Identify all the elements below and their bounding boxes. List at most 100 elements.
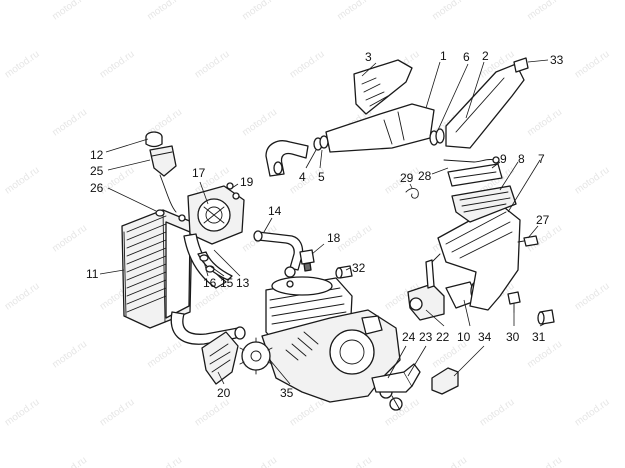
- carburettor: [407, 253, 445, 321]
- airbox-cover: [447, 163, 503, 187]
- airbox: [437, 203, 521, 311]
- leader-16: [203, 261, 209, 277]
- leader-17: [199, 181, 209, 205]
- watermark-text: motod.ru: [573, 397, 612, 429]
- callout-23: 23: [419, 330, 433, 344]
- watermark-text: motod.ru: [335, 223, 374, 255]
- exhaust-header-pipe: [265, 140, 309, 177]
- watermark-text: motod.ru: [98, 397, 137, 429]
- leader-12: [105, 138, 149, 153]
- watermark-text: motod.ru: [573, 281, 612, 313]
- callout-18: 18: [327, 231, 341, 245]
- leader-18: [311, 243, 325, 255]
- watermark-text: motod.ru: [383, 397, 422, 429]
- wire-clip: [405, 188, 419, 199]
- leader-14: [263, 217, 273, 233]
- callout-2: 2: [482, 49, 489, 63]
- callout-25: 25: [90, 164, 104, 178]
- leader-22: [425, 309, 445, 327]
- callout-29: 29: [400, 171, 414, 185]
- watermark-text: motod.ru: [50, 339, 89, 371]
- watermark-text: motod.ru: [240, 0, 279, 22]
- leader-2: [465, 61, 485, 119]
- overflow-hose: [155, 174, 177, 217]
- callout-3: 3: [365, 50, 372, 64]
- leader-4: [305, 149, 317, 169]
- leader-6: [437, 63, 469, 131]
- airbox-bolt: [517, 235, 539, 247]
- callout-12: 12: [90, 148, 104, 162]
- air-filter-element: [451, 185, 517, 223]
- callout-9: 9: [500, 152, 507, 166]
- leader-10: [463, 299, 471, 327]
- callout-34: 34: [478, 330, 492, 344]
- callout-16: 16: [203, 276, 217, 290]
- watermark-text: motod.ru: [50, 0, 89, 22]
- watermark-text: motod.ru: [430, 455, 469, 468]
- callout-31: 31: [532, 330, 546, 344]
- watermark-text: motod.ru: [525, 0, 564, 22]
- heat-shield: [353, 59, 413, 115]
- wire-lead: [443, 156, 500, 164]
- leader-11: [99, 269, 125, 275]
- leader-35: [269, 359, 291, 385]
- callout-32: 32: [352, 261, 366, 275]
- leader-27: [527, 225, 539, 239]
- callout-4: 4: [299, 170, 306, 184]
- radiator-lower-hose: [183, 233, 233, 289]
- watermark-text: motod.ru: [145, 0, 184, 22]
- leader-8: [499, 161, 519, 191]
- tail-pipe: [445, 63, 525, 149]
- callout-27: 27: [536, 213, 550, 227]
- watermark-text: motod.ru: [3, 49, 42, 81]
- callout-6: 6: [463, 50, 470, 64]
- watermark-text: motod.ru: [3, 281, 42, 313]
- leader-28: [431, 167, 449, 175]
- watermark-text: motod.ru: [50, 107, 89, 139]
- leader-32: [345, 267, 351, 271]
- watermark-text: motod.ru: [240, 107, 279, 139]
- watermark-text: motod.ru: [430, 0, 469, 22]
- sprocket-cover: [201, 331, 239, 385]
- watermark-text: motod.ru: [288, 49, 327, 81]
- callout-10: 10: [457, 330, 471, 344]
- watermark-text: motod.ru: [573, 49, 612, 81]
- expansion-tank-cap: [145, 131, 163, 148]
- radiator: [121, 209, 193, 329]
- leader-1: [425, 61, 441, 109]
- exhaust-rubber-mount: [513, 57, 529, 73]
- water-pump-housing: [187, 185, 245, 245]
- callout-22: 22: [436, 330, 450, 344]
- callout-13: 13: [236, 276, 250, 290]
- rubber-bushing: [537, 309, 555, 325]
- leader-3: [361, 62, 377, 77]
- callout-15: 15: [220, 276, 234, 290]
- leader-13: [213, 249, 241, 277]
- silencer-body: [325, 103, 435, 153]
- callout-layer: 1 2 3 4 5 6 7 8 9 10 11 12 13 14 15 16 1: [86, 49, 564, 400]
- callout-1: 1: [440, 49, 447, 63]
- leader-15: [209, 265, 225, 277]
- callout-20: 20: [217, 386, 231, 400]
- watermark-text: motod.ru: [478, 397, 517, 429]
- watermark-text: motod.ru: [50, 455, 89, 468]
- callout-5: 5: [318, 170, 325, 184]
- watermark-text: motod.ru: [335, 0, 374, 22]
- leader-26: [107, 187, 157, 212]
- watermark-text: motod.ru: [525, 455, 564, 468]
- temperature-sensor: [299, 249, 315, 272]
- callout-28: 28: [418, 169, 432, 183]
- leader-20: [217, 371, 225, 385]
- leader-25: [107, 159, 151, 171]
- pump-screws: [178, 182, 240, 222]
- leader-23: [407, 345, 427, 377]
- sensor-switch: [507, 291, 521, 313]
- leader-33: [527, 59, 549, 63]
- leader-34: [453, 345, 485, 377]
- leader-9: [491, 161, 501, 169]
- callout-11: 11: [86, 267, 99, 281]
- callout-33: 33: [550, 53, 564, 67]
- callout-26: 26: [90, 181, 104, 195]
